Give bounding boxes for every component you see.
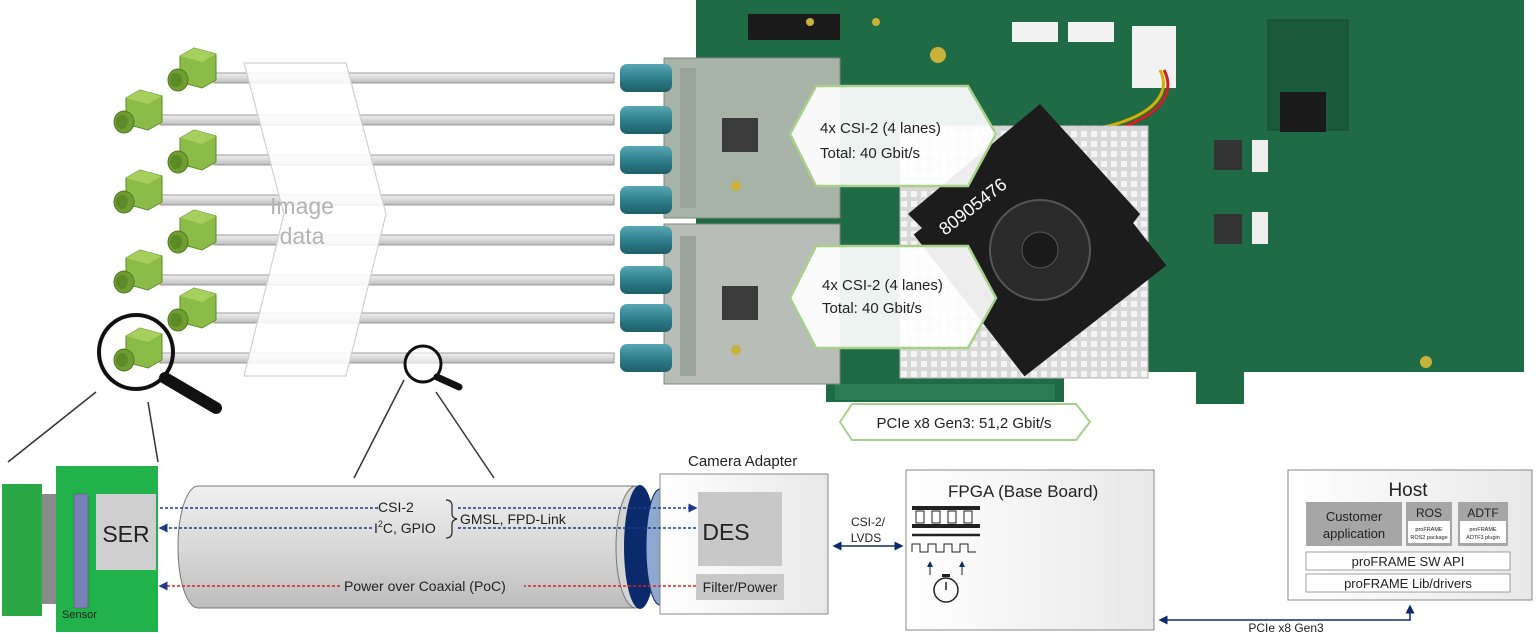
fakra-connector <box>620 226 672 254</box>
csi-lvds-link: CSI-2/ LVDS <box>832 515 904 551</box>
camera-adapter-box: Camera Adapter DES Filter/Power <box>659 453 829 615</box>
camera-sensor-module: SER Sensor <box>2 466 158 632</box>
camera-cable <box>159 114 615 126</box>
des-label: DES <box>702 519 749 545</box>
gmsl-label: GMSL, FPD-Link <box>460 511 567 527</box>
camera-cable <box>159 352 615 364</box>
camera-icon <box>167 287 217 332</box>
csi-callout-2-line1: 4x CSI-2 (4 lanes) <box>822 277 943 294</box>
csi2-label: CSI-2 <box>378 499 414 515</box>
lib-drivers-label: proFRAME Lib/drivers <box>1344 576 1472 591</box>
fakra-connector <box>620 266 672 294</box>
pcie-callout: PCIe x8 Gen3: 51,2 Gbit/s <box>838 403 1092 441</box>
fakra-connector <box>620 106 672 134</box>
fakra-connector <box>620 64 672 92</box>
adtf-sub-line2: ADTF3 plugin <box>1466 535 1500 541</box>
adtf-label: ADTF <box>1467 506 1498 520</box>
camera-icon <box>113 249 163 294</box>
ros-sub-line2: ROS2 package <box>1410 535 1447 541</box>
customer-app-line2: application <box>1323 526 1385 541</box>
camera-icon <box>167 47 217 92</box>
film-strip-icon <box>912 506 980 528</box>
fakra-connector <box>620 186 672 214</box>
csi-callout-1: 4x CSI-2 (4 lanes) Total: 40 Gbit/s <box>788 84 998 188</box>
pcie-callout-label: PCIe x8 Gen3: 51,2 Gbit/s <box>876 415 1051 432</box>
magnifier-large-icon <box>97 313 222 414</box>
fakra-connector <box>620 304 672 332</box>
sw-api-label: proFRAME SW API <box>1352 554 1465 569</box>
csi-callout-2-line2: Total: 40 Gbit/s <box>822 300 922 317</box>
magnifier-small-icon <box>403 344 463 391</box>
ros-label: ROS <box>1416 506 1442 520</box>
host-title: Host <box>1388 480 1428 501</box>
camera-cable-group <box>113 47 672 372</box>
zoom-lines <box>7 379 495 479</box>
camera-adapter-title: Camera Adapter <box>688 453 797 470</box>
sensor-label: Sensor <box>62 609 97 621</box>
camera-icon <box>113 327 163 372</box>
fpga-box: FPGA (Base Board) <box>905 469 1155 631</box>
link-label-line2: LVDS <box>851 531 881 545</box>
csi-callout-2: 4x CSI-2 (4 lanes) Total: 40 Gbit/s <box>788 244 998 350</box>
i2c-gpio-label: I2C, GPIO <box>374 519 436 536</box>
filter-power-label: Filter/Power <box>703 579 778 595</box>
camera-cable <box>159 194 615 206</box>
csi-callout-1-line1: 4x CSI-2 (4 lanes) <box>820 120 941 137</box>
csi-callout-1-line2: Total: 40 Gbit/s <box>820 145 920 162</box>
clock-signal-icon <box>911 533 980 553</box>
host-box: Host Customer application ROS proFRAME R… <box>1287 469 1533 601</box>
signal-lines: CSI-2 I2C, GPIO GMSL, FPD-Link Power ove… <box>158 499 698 594</box>
fakra-connector <box>620 146 672 174</box>
image-data-label-line2: data <box>280 223 325 249</box>
link-label-line1: CSI-2/ <box>851 515 886 529</box>
ser-label: SER <box>102 521 149 547</box>
fpga-title: FPGA (Base Board) <box>948 482 1098 501</box>
stopwatch-icon <box>927 561 965 603</box>
camera-icon <box>167 209 217 254</box>
customer-app-line1: Customer <box>1326 509 1383 524</box>
image-data-arrow: Image data <box>243 62 387 377</box>
camera-icon <box>113 89 163 134</box>
fakra-connector <box>620 344 672 372</box>
pcie-link: PCIe x8 Gen3 <box>1158 604 1415 633</box>
pcie-link-label: PCIe x8 Gen3 <box>1248 621 1324 633</box>
camera-cable <box>159 274 615 286</box>
poc-label: Power over Coaxial (PoC) <box>344 578 506 594</box>
camera-icon <box>113 169 163 214</box>
camera-icon <box>167 129 217 174</box>
adtf-sub-line1: proFRAME <box>1469 527 1497 533</box>
image-data-label-line1: Image <box>270 193 334 219</box>
camera-cable <box>213 234 615 246</box>
ros-sub-line1: proFRAME <box>1415 527 1443 533</box>
